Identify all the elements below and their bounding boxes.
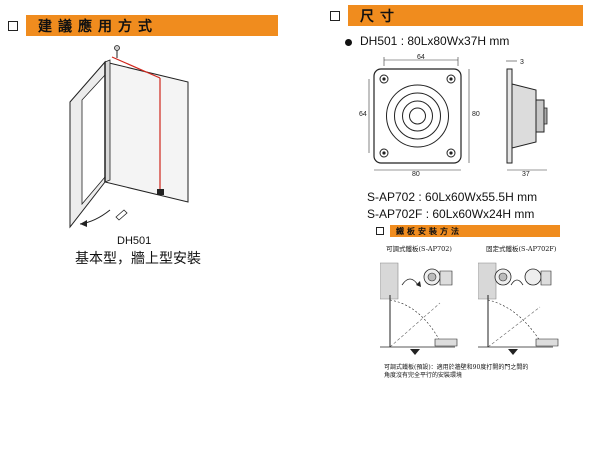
dim-left-height: 64 bbox=[359, 111, 367, 118]
install-note-line1: 可調式鐵板(預設)：適用於牆壁和90度打開的門之間的 bbox=[384, 364, 529, 371]
checkbox-square-icon bbox=[330, 10, 340, 21]
dim-bottom-width: 80 bbox=[412, 171, 420, 177]
checkbox-square-icon bbox=[8, 20, 18, 31]
right-section-header: 尺寸 bbox=[330, 5, 583, 26]
adjustable-plate-label: 可調式鐵板(S-AP702) bbox=[386, 245, 452, 253]
dim-depth-top: 3 bbox=[520, 59, 524, 66]
fixed-plate-label: 固定式鐵板(S-AP702F) bbox=[486, 245, 557, 253]
spec-ap702f: S-AP702F : 60Lx60Wx24H mm bbox=[367, 207, 535, 221]
wall-mount-illustration bbox=[60, 42, 200, 237]
left-section-title: 建議應用方式 bbox=[26, 15, 278, 36]
dim-right-height: 80 bbox=[472, 111, 480, 118]
dim-depth-bottom: 37 bbox=[522, 171, 530, 177]
spec-ap702: S-AP702 : 60Lx60Wx55.5H mm bbox=[367, 190, 538, 204]
model-spec: DH501 : 80Lx80Wx37H mm bbox=[360, 34, 510, 48]
right-section-title: 尺寸 bbox=[348, 5, 583, 26]
checkbox-square-icon bbox=[376, 227, 384, 235]
left-section-header: 建議應用方式 bbox=[8, 15, 278, 36]
install-title: 鐵板安裝方法 bbox=[390, 225, 560, 237]
mounting-caption: 基本型，牆上型安裝 bbox=[75, 251, 201, 267]
fixed-plate-drawing bbox=[478, 255, 578, 355]
install-header: 鐵板安裝方法 bbox=[376, 225, 560, 237]
dim-top-width: 64 bbox=[417, 54, 425, 61]
install-note-line2: 角度沒有完全平行的安裝環境 bbox=[384, 372, 463, 379]
side-view-drawing: 3 37 bbox=[500, 59, 570, 177]
adjustable-plate-drawing bbox=[380, 255, 480, 355]
front-view-drawing: 64 64 80 80 bbox=[359, 54, 480, 177]
spec-bullet bbox=[345, 39, 352, 46]
model-label: DH501 bbox=[117, 235, 152, 247]
